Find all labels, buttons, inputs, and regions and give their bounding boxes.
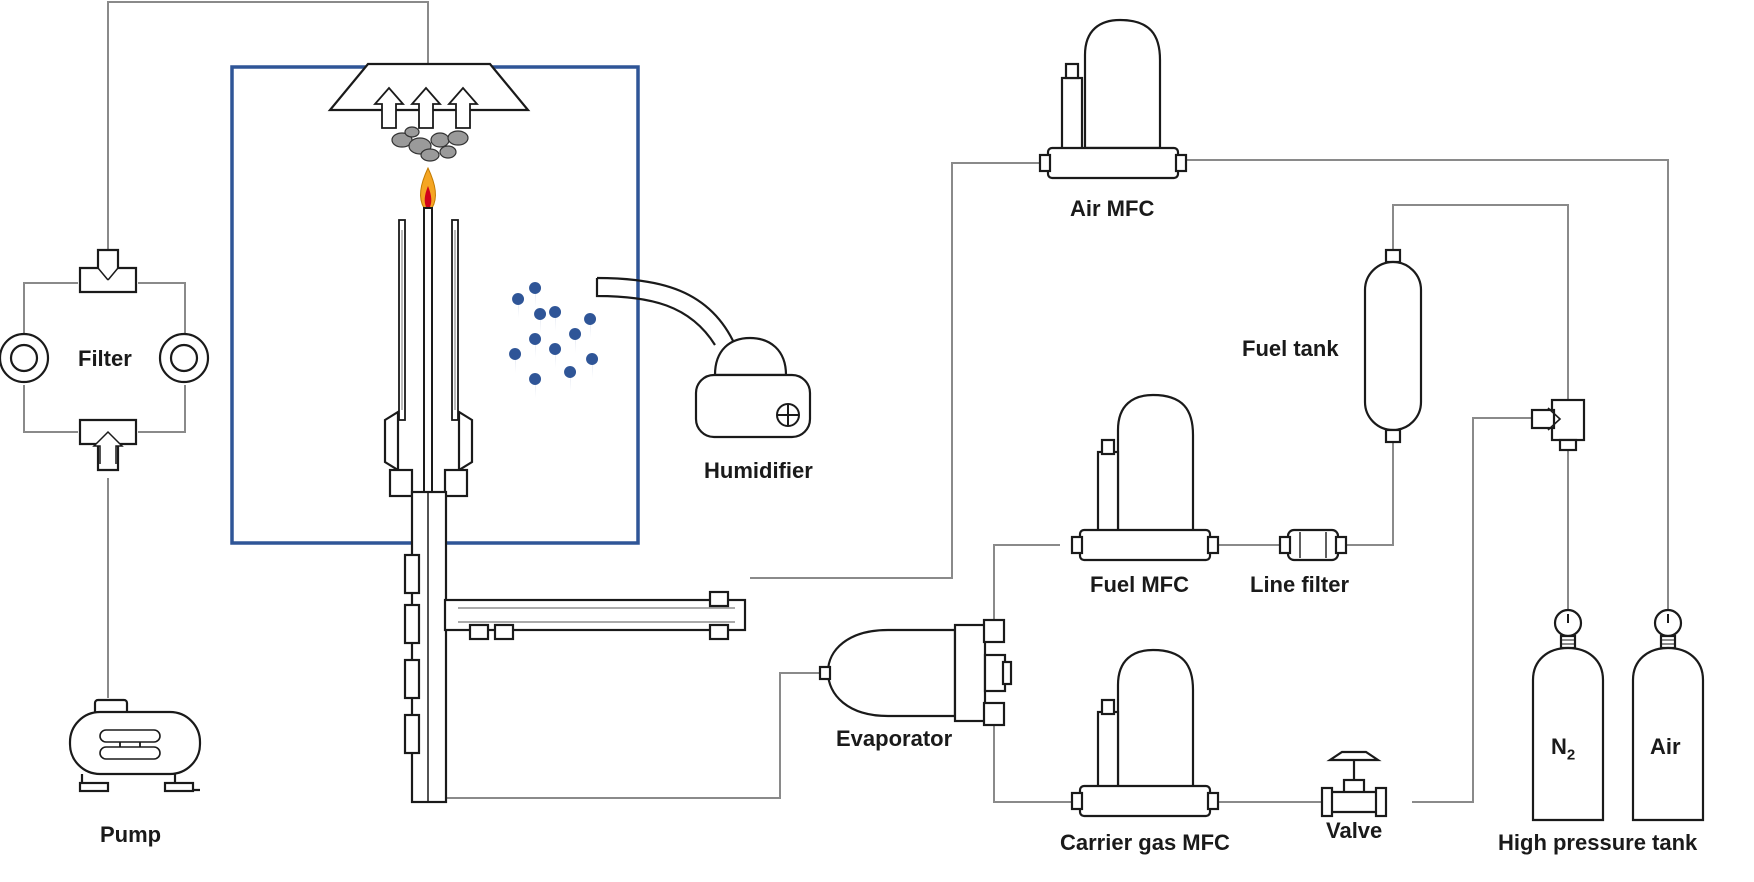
tubing-lines [23, 1, 1669, 803]
filter-assembly [0, 248, 210, 472]
fuel-mfc-icon [1070, 393, 1220, 562]
evaporator-icon [818, 618, 1013, 727]
evaporator-to-burner-pipe [428, 672, 830, 799]
high-pressure-tank-label: High pressure tank [1498, 830, 1698, 855]
air-supply-pipe [750, 162, 1042, 579]
fuel-tank-icon [1363, 248, 1423, 444]
water-droplets-icon [509, 282, 599, 398]
pump-label: Pump [100, 822, 162, 847]
humidifier-label: Humidifier [704, 458, 813, 483]
line-filter-label: Line filter [1250, 572, 1350, 597]
exhaust-hood [327, 62, 531, 162]
exhaust-arrow-icon [447, 86, 479, 129]
air-tank-label: Air [1650, 734, 1681, 759]
evaporator-label: Evaporator [836, 726, 953, 751]
fuel-line-pipe [1345, 440, 1394, 546]
air-tank-pipe [1183, 159, 1669, 612]
humidifier-icon [595, 276, 812, 439]
fuel-to-evaporator-pipe [993, 544, 1060, 620]
n2-cylinder-icon [1531, 608, 1605, 822]
pump-icon [68, 698, 202, 793]
soot-particles-icon [391, 126, 469, 162]
line-filter-icon [1278, 528, 1348, 562]
filter-loop-right-bottom [138, 385, 186, 433]
filter-label: Filter [78, 346, 132, 371]
tee-fitting-icon [1530, 398, 1586, 452]
carrier-gas-supply-pipe [1412, 417, 1540, 803]
exhaust-arrow-icon [410, 86, 442, 129]
filter-loop-right-top [138, 282, 186, 335]
air-mfc-icon [1038, 18, 1188, 180]
carrier-to-evaporator-pipe [993, 722, 1075, 803]
valve-label: Valve [1326, 818, 1383, 843]
fuel-tank-pressurize-pipe [1392, 204, 1569, 410]
fuel-tank-label: Fuel tank [1242, 336, 1339, 361]
burner [383, 207, 747, 804]
filter-loop-left-top [23, 282, 78, 335]
n2-label: N2 [1551, 734, 1576, 764]
exhaust-pipe [107, 1, 429, 250]
air-cylinder-icon [1631, 608, 1705, 822]
air-mfc-label: Air MFC [1070, 196, 1155, 221]
carrier-gas-mfc-label: Carrier gas MFC [1060, 830, 1230, 855]
flame-icon [420, 166, 436, 209]
filter-loop-left-bottom [23, 385, 78, 433]
valve-icon [1320, 750, 1388, 818]
fuel-mfc-label: Fuel MFC [1090, 572, 1189, 597]
carrier-gas-mfc-icon [1070, 648, 1220, 818]
flow-arrow-icon [92, 430, 124, 464]
exhaust-arrow-icon [373, 86, 405, 129]
